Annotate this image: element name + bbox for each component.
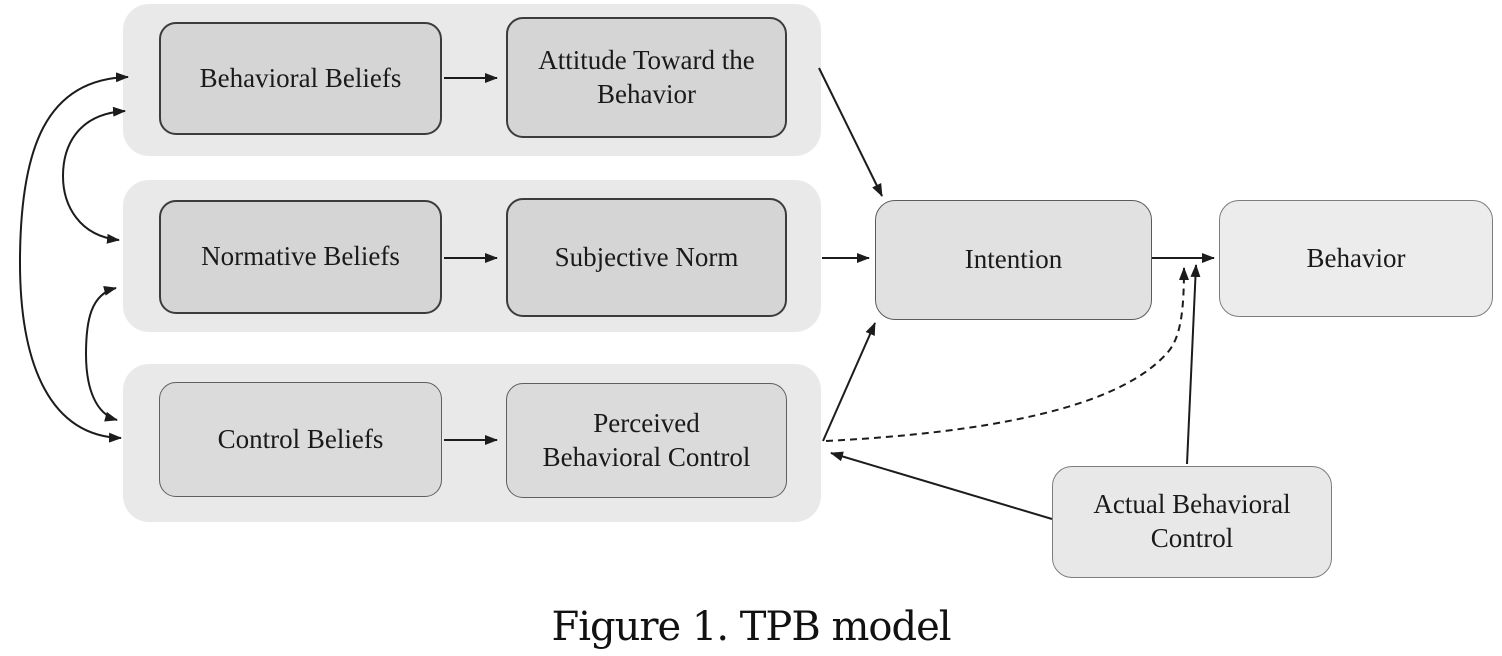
node-behavior: Behavior	[1219, 200, 1493, 317]
node-normative-beliefs-label: Normative Beliefs	[201, 241, 400, 272]
edge-attitude-to-intention	[818, 67, 883, 197]
node-behavioral-beliefs-label: Behavioral Beliefs	[199, 62, 402, 93]
node-behavioral-beliefs: Behavioral Beliefs	[159, 22, 442, 135]
node-attitude-toward-behavior-label: Attitude Toward the Behavior	[538, 44, 755, 109]
edge-abc-to-behavior	[1186, 264, 1201, 465]
edge-corr-behavioral-normative-beliefs	[61, 106, 126, 244]
figure-caption: Figure 1. TPB model	[551, 604, 951, 650]
node-subjective-norm: Subjective Norm	[506, 198, 787, 317]
node-intention: Intention	[875, 200, 1152, 320]
node-perceived-behavioral-control: Perceived Behavioral Control	[506, 383, 787, 498]
node-control-beliefs-label: Control Beliefs	[217, 423, 384, 454]
node-subjective-norm-label: Subjective Norm	[554, 241, 739, 272]
node-control-beliefs: Control Beliefs	[159, 382, 442, 497]
node-behavior-label: Behavior	[1306, 242, 1406, 273]
node-attitude-toward-behavior: Attitude Toward the Behavior	[506, 17, 787, 138]
edge-corr-behavioral-control-beliefs	[18, 72, 129, 443]
node-perceived-behavioral-control-label: Perceived Behavioral Control	[542, 407, 751, 472]
edge-abc-to-pbc	[830, 451, 1053, 520]
node-intention-label: Intention	[964, 244, 1063, 275]
node-actual-behavioral-control-label: Actual Behavioral Control	[1093, 489, 1291, 553]
edge-pbc-to-intention	[822, 322, 876, 442]
node-normative-beliefs: Normative Beliefs	[159, 200, 442, 314]
edge-corr-normative-control-beliefs	[84, 285, 118, 422]
node-actual-behavioral-control: Actual Behavioral Control	[1052, 466, 1332, 578]
